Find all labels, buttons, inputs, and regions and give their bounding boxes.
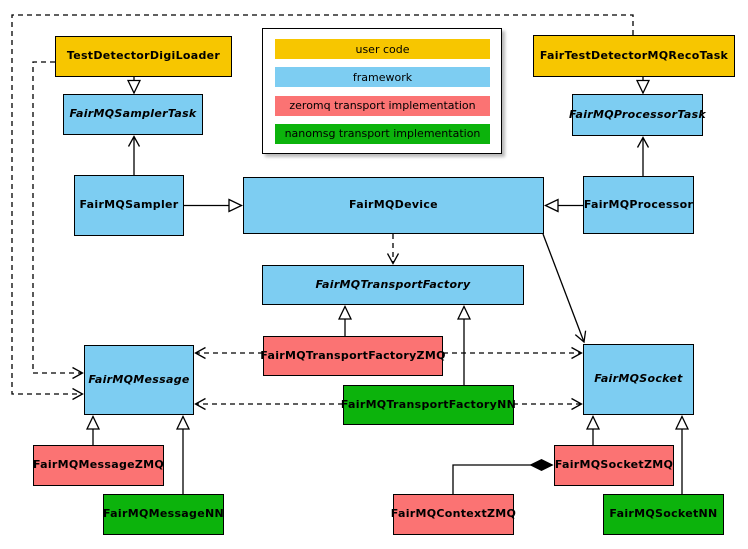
- legend-label: user code: [355, 42, 410, 56]
- node-label: FairMQMessage: [88, 372, 190, 386]
- node-fairmqsocketzmq: FairMQSocketZMQ: [554, 445, 674, 486]
- node-fairmqmessagenn: FairMQMessageNN: [103, 494, 224, 535]
- node-label: FairMQProcessorTask: [568, 107, 707, 121]
- node-fairmqsampler: FairMQSampler: [74, 175, 184, 236]
- legend: user code framework zeromq transport imp…: [262, 28, 502, 154]
- node-fairmqtransportfactoryzmq: FairMQTransportFactoryZMQ: [260, 336, 446, 376]
- node-fairmqtransportfactory: FairMQTransportFactory: [262, 265, 524, 305]
- node-fairmqcontextzmq: FairMQContextZMQ: [390, 494, 517, 535]
- node-label: FairMQSampler: [79, 198, 179, 212]
- legend-item-framework: framework: [275, 67, 490, 88]
- legend-label: nanomsg transport implementation: [284, 127, 481, 141]
- node-fairmqsocketnn: FairMQSocketNN: [603, 494, 724, 535]
- node-label: FairMQSocketNN: [609, 507, 718, 521]
- node-fairmqsamplertask: FairMQSamplerTask: [63, 94, 203, 135]
- node-fairmqprocessor: FairMQProcessor: [583, 176, 694, 234]
- node-label: FairMQMessageZMQ: [32, 458, 165, 472]
- node-fairmqprocessortask: FairMQProcessorTask: [568, 94, 707, 136]
- legend-item-user-code: user code: [275, 39, 490, 59]
- node-label: FairMQTransportFactoryNN: [340, 397, 517, 411]
- node-fairmqdevice: FairMQDevice: [243, 177, 544, 234]
- node-fairmqtransportfactorynn: FairMQTransportFactoryNN: [340, 385, 517, 425]
- node-label: FairMQTransportFactory: [315, 277, 471, 291]
- node-label: FairMQProcessor: [583, 197, 694, 211]
- node-label: FairMQSocket: [594, 372, 683, 386]
- node-fairmqsocket: FairMQSocket: [583, 344, 694, 415]
- legend-label: zeromq transport implementation: [289, 99, 476, 113]
- legend-item-nanomsg: nanomsg transport implementation: [275, 123, 490, 144]
- node-label: FairMQDevice: [349, 198, 438, 212]
- node-label: TestDetectorDigiLoader: [66, 49, 221, 63]
- legend-label: framework: [352, 70, 413, 84]
- node-fairmqmessagezmq: FairMQMessageZMQ: [33, 445, 164, 486]
- node-label: FairMQSamplerTask: [69, 107, 197, 121]
- node-label: FairMQMessageNN: [103, 507, 224, 521]
- legend-item-zeromq: zeromq transport implementation: [275, 95, 490, 116]
- node-label: FairTestDetectorMQRecoTask: [539, 48, 729, 62]
- node-label: FairMQSocketZMQ: [554, 458, 674, 472]
- node-fairmqmessage: FairMQMessage: [84, 345, 194, 415]
- node-label: FairMQContextZMQ: [390, 507, 517, 521]
- node-testdetectordigiloader: TestDetectorDigiLoader: [55, 36, 232, 77]
- node-fairtestdetectormqrecotask: FairTestDetectorMQRecoTask: [533, 35, 735, 77]
- node-label: FairMQTransportFactoryZMQ: [260, 348, 446, 362]
